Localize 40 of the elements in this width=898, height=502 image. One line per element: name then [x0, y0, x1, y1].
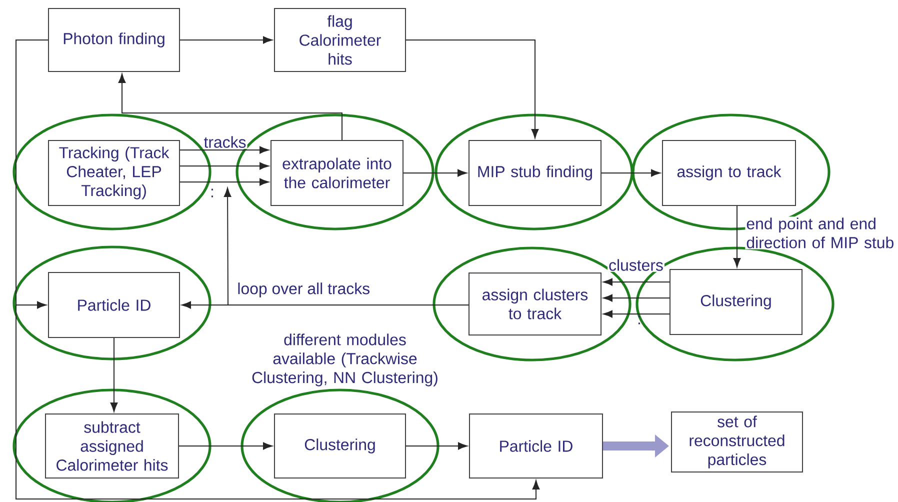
ellipsis-dots: : — [638, 316, 640, 324]
arrow — [180, 178, 269, 186]
arrow — [180, 36, 272, 44]
edge-label: end point and end direction of MIP stub — [745, 216, 898, 250]
arrow — [601, 169, 660, 177]
arrow — [178, 442, 272, 450]
edge-label: clusters — [608, 258, 664, 272]
process-box: set of reconstructed particles — [671, 412, 803, 472]
process-box: Clustering — [274, 414, 406, 478]
process-box: Particle ID — [48, 272, 180, 338]
process-box: subtract assigned Calorimeter hits — [45, 414, 179, 478]
ellipsis-dots: : — [211, 188, 213, 198]
edge-label: tracks — [202, 135, 248, 149]
process-box: extrapolate into the calorimeter — [270, 140, 404, 206]
arrow — [110, 338, 118, 412]
ellipse-outline — [12, 388, 212, 502]
arrow — [603, 278, 670, 286]
process-box: MIP stub finding — [468, 140, 602, 206]
arrow — [118, 74, 342, 140]
process-box: Clustering — [670, 269, 802, 335]
arrow — [733, 206, 741, 268]
ellipse-outline — [434, 114, 634, 230]
process-box: assign clusters to track — [468, 272, 602, 336]
note-text: different modules available (Trackwise Clustering, NN Clustering) — [252, 334, 438, 386]
arrow — [180, 146, 269, 154]
arrow — [180, 162, 269, 170]
arrow — [16, 40, 540, 500]
ellipse-outline — [12, 246, 212, 360]
process-box: flag Calorimeter hits — [274, 8, 406, 72]
process-box: Particle ID — [469, 414, 603, 478]
arrow — [406, 442, 468, 450]
arrow — [603, 294, 670, 302]
process-box: Tracking (Track Cheater, LEP Tracking) — [48, 140, 180, 206]
arrow — [603, 310, 670, 318]
arrow — [406, 40, 539, 138]
ellipse-outline — [240, 388, 440, 502]
arrow — [403, 169, 467, 177]
process-box: assign to track — [662, 140, 796, 206]
edge-label: loop over all tracks — [236, 282, 372, 298]
process-box: Photon finding — [48, 8, 180, 72]
